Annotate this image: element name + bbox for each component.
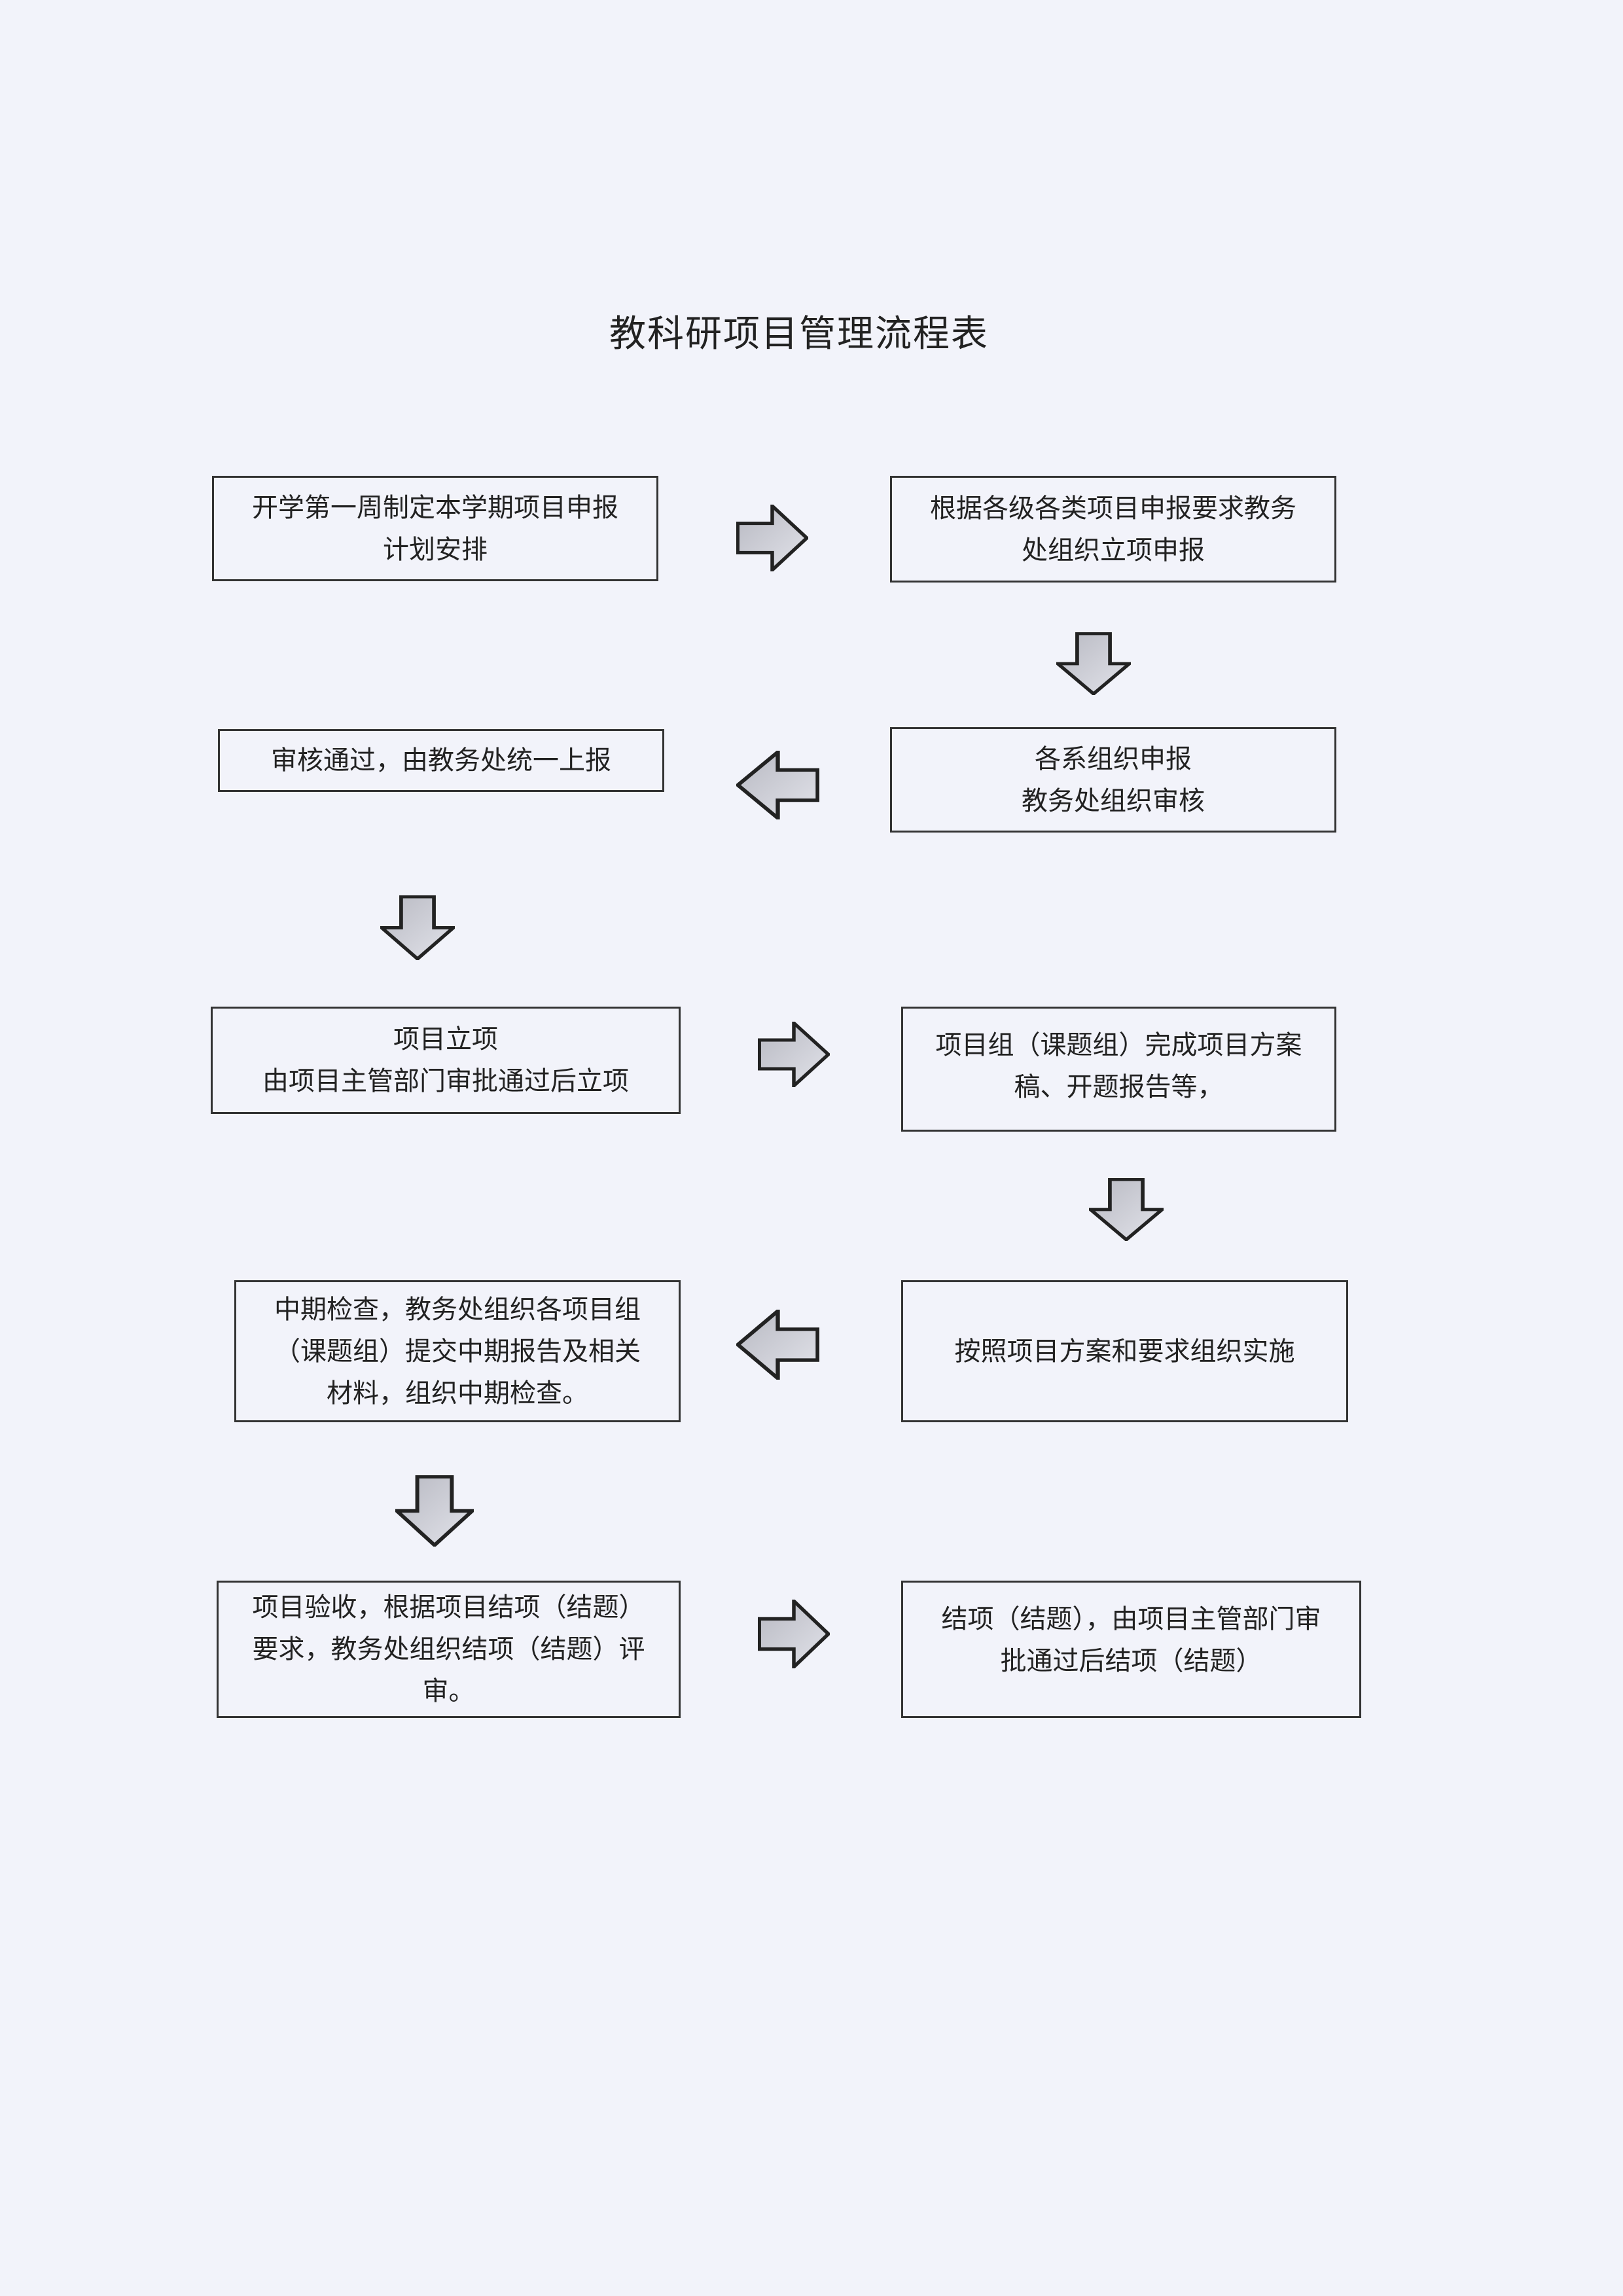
step-text: 开学第一周制定本学期项目申报 [252,492,618,523]
step-text: 材料，组织中期检查。 [327,1378,588,1408]
step-9-acceptance-box: 项目验收，根据项目结项（结题） 要求，教务处组织结项（结题）评 审。 [217,1581,681,1718]
step-text: 审。 [422,1676,475,1706]
page-title: 教科研项目管理流程表 [609,313,989,355]
step-4-report-box: 审核通过，由教务处统一上报 [218,729,664,792]
step-text: 批通过后结项（结题） [1000,1646,1262,1676]
step-text: 项目立项 [393,1024,498,1054]
step-text: 各系组织申报 [1035,744,1192,774]
arrow-right-icon [758,1022,830,1087]
step-text: 根据各级各类项目申报要求教务 [930,493,1296,524]
step-text: 教务处组织审核 [1022,785,1205,816]
step-text: 处组织立项申报 [1022,535,1205,565]
step-8-midterm-box: 中期检查，教务处组织各项目组 （课题组）提交中期报告及相关 材料，组织中期检查。 [234,1280,681,1422]
step-10-closure-box: 结项（结题），由项目主管部门审 批通过后结项（结题） [901,1581,1361,1718]
step-text: （课题组）提交中期报告及相关 [274,1336,641,1367]
arrow-right-icon [736,505,808,571]
step-2-apply-box: 根据各级各类项目申报要求教务 处组织立项申报 [890,476,1336,583]
step-5-approval-box: 项目立项 由项目主管部门审批通过后立项 [211,1007,681,1114]
step-text: 结项（结题），由项目主管部门审 [941,1604,1321,1634]
arrow-down-icon [380,895,455,960]
step-text: 要求，教务处组织结项（结题）评 [252,1634,645,1664]
arrow-down-icon [1089,1178,1164,1241]
arrow-right-icon [758,1600,830,1668]
arrow-left-icon [736,751,819,819]
step-6-proposal-box: 项目组（课题组）完成项目方案 稿、开题报告等， [901,1007,1336,1132]
step-text: 审核通过，由教务处统一上报 [271,745,611,776]
step-3-department-box: 各系组织申报 教务处组织审核 [890,727,1336,833]
step-text: 稿、开题报告等， [1014,1072,1224,1102]
step-text: 中期检查，教务处组织各项目组 [274,1294,641,1325]
step-text: 项目验收，根据项目结项（结题） [252,1592,645,1623]
step-1-plan-box: 开学第一周制定本学期项目申报 计划安排 [212,476,658,581]
arrow-down-icon [395,1475,474,1547]
step-text: 计划安排 [383,534,488,565]
step-7-implement-box: 按照项目方案和要求组织实施 [901,1280,1348,1422]
step-text: 按照项目方案和要求组织实施 [954,1336,1295,1367]
step-text: 项目组（课题组）完成项目方案 [935,1030,1302,1060]
arrow-left-icon [736,1310,819,1380]
arrow-down-icon [1056,632,1131,695]
step-text: 由项目主管部门审批通过后立项 [262,1066,629,1096]
